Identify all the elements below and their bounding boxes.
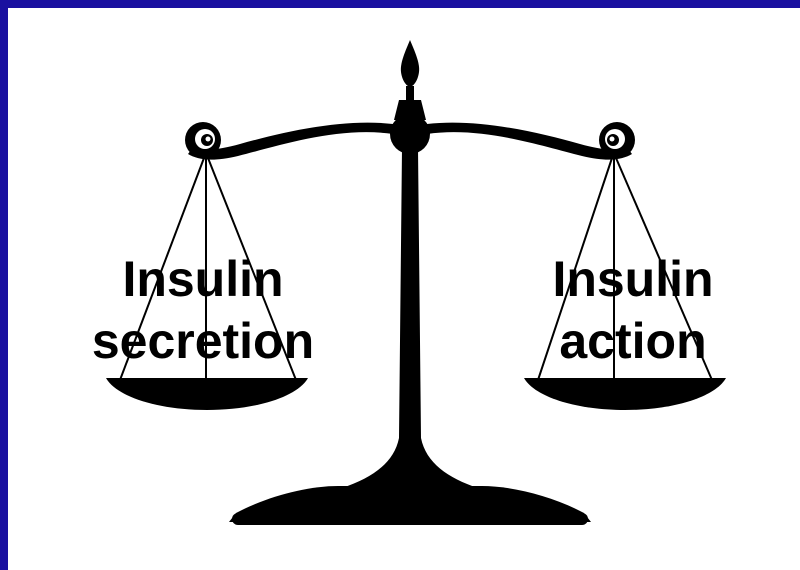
- left-pan: [106, 378, 308, 410]
- post: [342, 148, 478, 488]
- base-foot: [232, 513, 588, 525]
- insulin-action-label: Insulin action: [508, 248, 758, 372]
- right-label-line1: Insulin: [508, 248, 758, 310]
- finial: [401, 40, 419, 87]
- right-pan: [524, 378, 726, 410]
- left-scroll-ornament: [185, 122, 221, 158]
- left-label-line2: secretion: [68, 310, 338, 372]
- right-label-line2: action: [508, 310, 758, 372]
- left-label-line1: Insulin: [68, 248, 338, 310]
- post-neck: [406, 86, 414, 100]
- right-scroll-ornament: [599, 122, 635, 158]
- insulin-secretion-label: Insulin secretion: [68, 248, 338, 372]
- slide: Insulin secretion Insulin action: [8, 8, 800, 570]
